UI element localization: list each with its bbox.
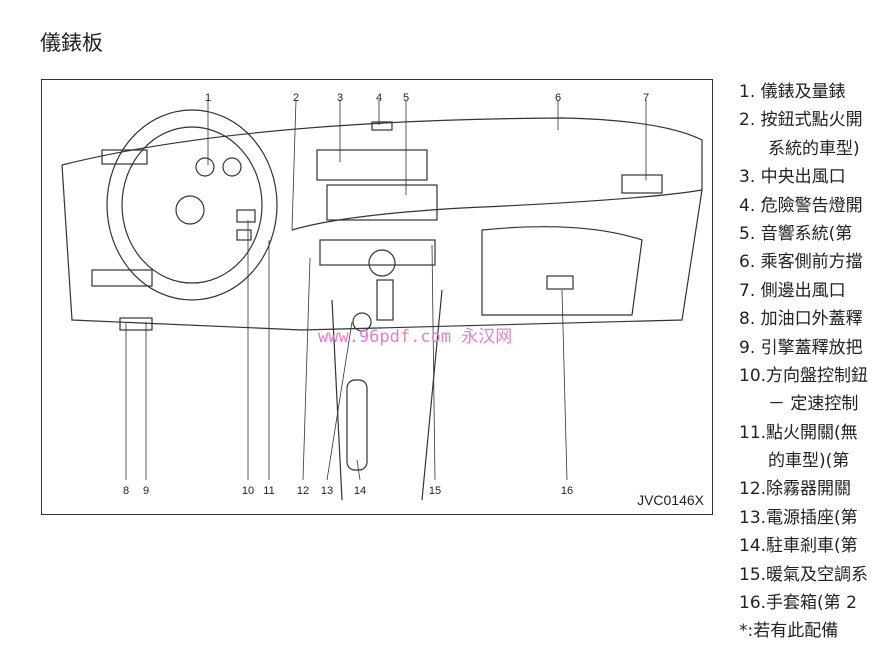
list-item: 13.電源插座(第: [739, 507, 858, 528]
list-item: 4. 危險警告燈開: [739, 195, 863, 216]
list-item: 1. 儀錶及量錶: [739, 82, 846, 102]
list-item: 6. 乘客側前方擋: [739, 252, 863, 273]
callout-10: 10: [241, 485, 255, 497]
callout-6: 6: [554, 92, 562, 104]
figure-code: JVC0146X: [637, 492, 704, 508]
list-item: 3. 中央出風口: [739, 167, 846, 188]
list-item: 的車型)(第: [768, 451, 850, 472]
list-item: 9. 引擎蓋釋放把: [739, 337, 863, 358]
list-item: 8. 加油口外蓋釋: [739, 309, 863, 330]
callout-5: 5: [402, 92, 410, 104]
callout-7: 7: [642, 92, 650, 104]
callout-15: 15: [428, 485, 442, 497]
callout-4: 4: [375, 92, 383, 104]
callout-1: 1: [204, 92, 212, 104]
list-item: *:若有此配備: [739, 621, 839, 642]
callout-2: 2: [292, 92, 300, 104]
callout-9: 9: [142, 485, 150, 497]
callout-11: 11: [263, 485, 275, 497]
callout-8: 8: [122, 485, 130, 497]
list-item: 12.除霧器開關: [739, 479, 852, 500]
list-item: 11.點火開關(無: [739, 422, 858, 443]
list-item: 7. 側邊出風口: [739, 280, 846, 301]
callout-14: 14: [353, 485, 367, 497]
list-item: － 定速控制: [768, 394, 859, 415]
watermark: www.96pdf.com 永汉网: [318, 327, 513, 347]
list-item: 10.方向盤控制鈕: [739, 365, 869, 386]
list-item: 15.暖氣及空調系: [739, 564, 869, 585]
list-item: 5. 音響系統(第: [739, 223, 853, 244]
list-item: 16.手套箱(第 2: [739, 593, 857, 614]
dashboard-illustration: [61, 99, 703, 501]
legend-list: 1. 儀錶及量錶 2. 按鈕式點火開系統的車型) 3. 中央出風口 4. 危險警告燈開…: [739, 78, 874, 646]
callout-3: 3: [336, 92, 344, 104]
callout-12: 12: [296, 485, 310, 497]
callout-13: 13: [320, 485, 334, 497]
list-item: 14.駐車剎車(第: [739, 536, 858, 557]
dashboard-figure: 1 2 3 4 5 6 7 8 9 10 11 12 13 14 15 16 w…: [41, 79, 713, 515]
list-item: 2. 按鈕式點火開: [739, 110, 863, 131]
list-item: 系統的車型): [768, 138, 860, 159]
callout-16: 16: [560, 485, 574, 497]
page-title: 儀錶板: [40, 31, 103, 55]
